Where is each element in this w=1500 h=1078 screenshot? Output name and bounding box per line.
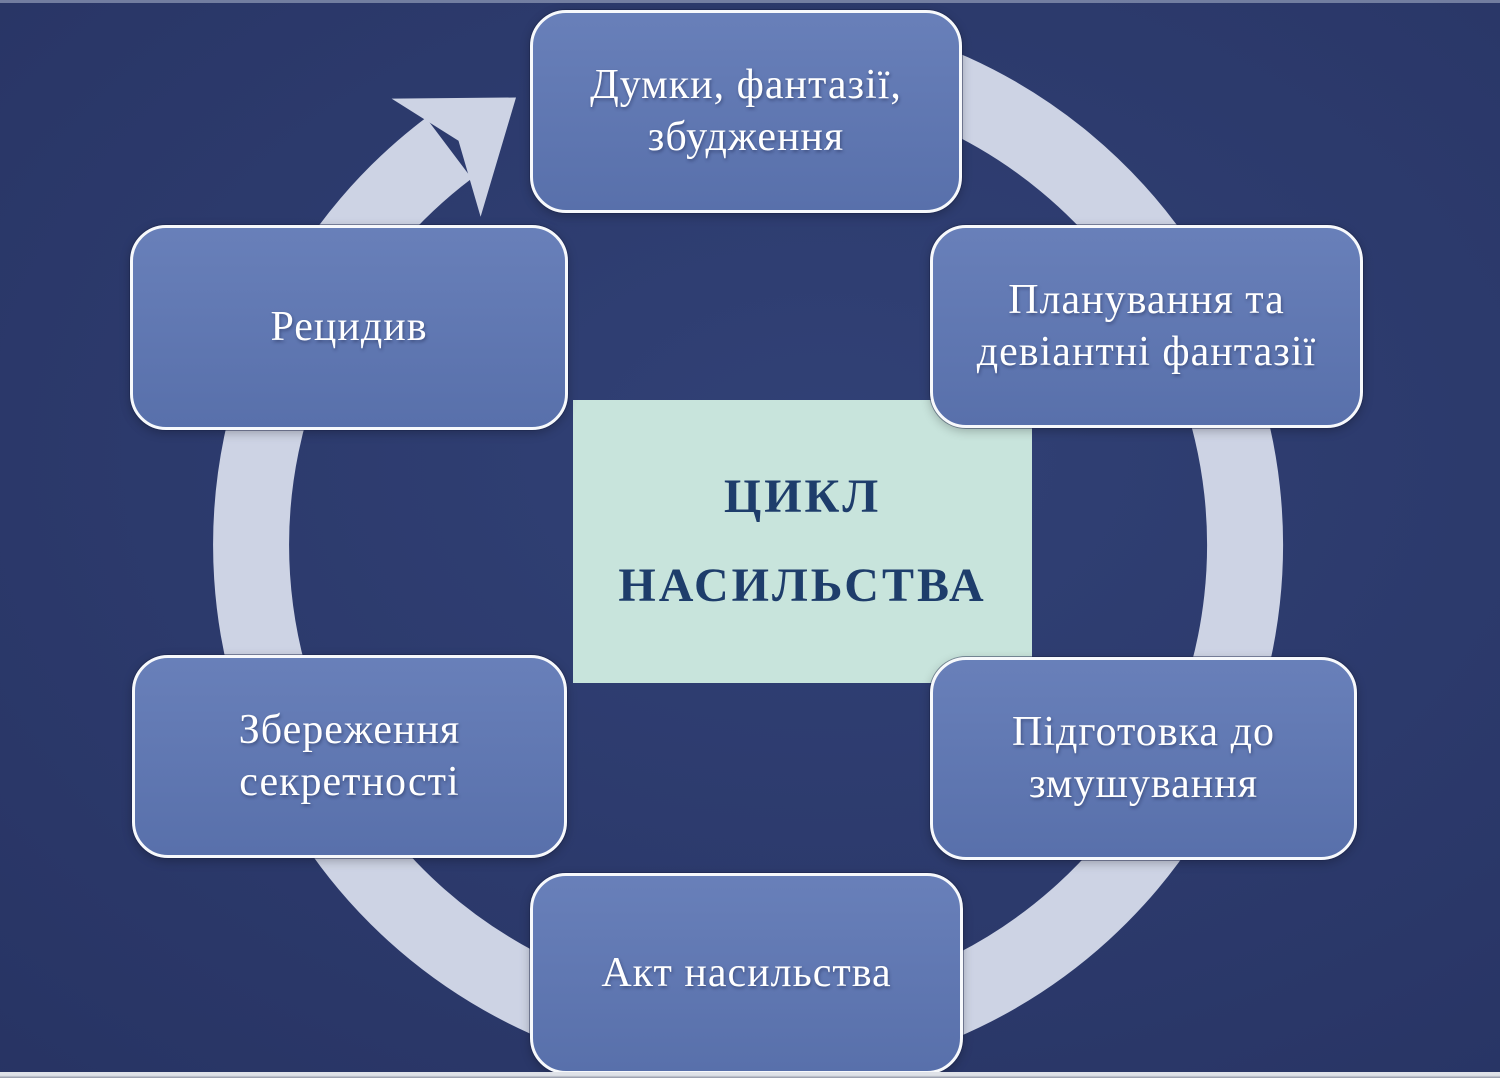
slide-bottom-edge: [0, 1072, 1500, 1078]
center-title-line1: ЦИКЛ: [723, 469, 882, 523]
node-planning: Планування та девіантні фантазії: [930, 225, 1363, 428]
cycle-ring-arc: [213, 9, 1284, 1078]
node-secrecy-label: Збереження секретності: [238, 707, 461, 805]
node-relapse: Рецидив: [130, 225, 568, 430]
node-thoughts: Думки, фантазії, збудження: [530, 10, 962, 213]
cycle-arrowhead-icon: [391, 97, 516, 217]
node-secrecy: Збереження секретності: [132, 655, 567, 858]
node-planning-label: Планування та девіантні фантазії: [976, 277, 1317, 375]
slide-top-edge: [0, 0, 1500, 3]
node-preparation: Підготовка до змушування: [930, 657, 1357, 860]
node-act: Акт насильства: [530, 873, 963, 1074]
node-preparation-label: Підготовка до змушування: [1012, 709, 1275, 807]
center-title-box: ЦИКЛ НАСИЛЬСТВА: [573, 400, 1032, 683]
node-relapse-label: Рецидив: [270, 303, 428, 350]
center-title-line2: НАСИЛЬСТВА: [618, 558, 987, 612]
node-thoughts-label: Думки, фантазії, збудження: [590, 62, 902, 160]
node-act-label: Акт насильства: [601, 949, 892, 996]
